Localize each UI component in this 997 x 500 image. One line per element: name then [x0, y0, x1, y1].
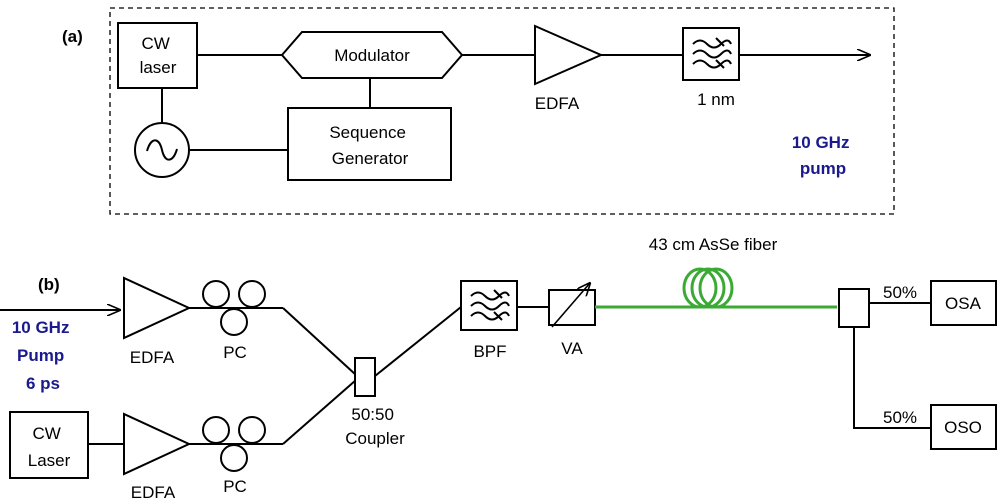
modulator-shape: [280, 31, 464, 79]
cw-laser-box-a: [117, 22, 198, 89]
pc-label-bottom: PC: [223, 477, 247, 496]
edfa-amplifier-icon-bottom: [123, 412, 192, 476]
link-coupler-bpf: [374, 306, 462, 377]
pc-label-top: PC: [223, 343, 247, 362]
sequence-generator-box: [287, 107, 452, 181]
split-label-bottom: 50%: [883, 408, 917, 427]
pc-paddles-icon-bottom: [202, 416, 266, 472]
panel-b: (b) 10 GHz Pump 6 ps EDFA PC CW Laser ED…: [0, 235, 997, 500]
panel-a: (a) CW laser Modulator Sequence Generato…: [62, 7, 895, 215]
edfa-label-a: EDFA: [535, 94, 580, 113]
osa-label: OSA: [945, 294, 982, 313]
sequence-generator-label: Sequence Generator: [329, 123, 410, 168]
link-top-to-coupler: [282, 307, 357, 376]
modulator-label: Modulator: [334, 46, 410, 65]
bpf-filter-icon: [470, 289, 510, 321]
bpf-label: BPF: [473, 342, 506, 361]
edfa-label-bottom: EDFA: [131, 483, 176, 500]
cw-laser-box-b: [9, 411, 89, 479]
edfa-label-top: EDFA: [130, 348, 175, 367]
output-coupler-box: [838, 288, 870, 328]
va-box: [548, 289, 596, 326]
osa-box: [930, 280, 997, 326]
panel-b-label: (b): [38, 275, 60, 294]
filter-label-a: 1 nm: [697, 90, 735, 109]
sine-wave-icon: [146, 139, 178, 161]
split-label-top: 50%: [883, 283, 917, 302]
panel-a-label: (a): [62, 27, 83, 46]
filter-wave-icon-a: [692, 37, 732, 69]
pc-paddles-icon-top: [202, 280, 266, 336]
oso-label: OSO: [944, 418, 982, 437]
link-coupler-oso: [853, 327, 931, 429]
fiber-coil-icon: [682, 267, 734, 309]
cw-laser-label-b: CW Laser: [28, 424, 71, 470]
edfa-amplifier-icon-top: [123, 276, 192, 340]
link-bottom-to-coupler: [282, 379, 357, 445]
edfa-amplifier-icon-a: [534, 24, 604, 86]
oso-box: [930, 404, 997, 450]
output-label-a: 10 GHz pump: [792, 133, 854, 178]
pump-input-label: 10 GHz Pump 6 ps: [12, 318, 74, 393]
va-variable-arrow-icon: [551, 283, 590, 328]
panel-a-frame: [109, 7, 895, 215]
coupler-box: [354, 357, 376, 397]
fiber-label: 43 cm AsSe fiber: [649, 235, 778, 254]
va-label: VA: [561, 339, 583, 358]
cw-laser-label-a: CW laser: [140, 34, 177, 77]
coupler-label: 50:50 Coupler: [345, 405, 405, 448]
filter-box-a: [682, 27, 740, 81]
